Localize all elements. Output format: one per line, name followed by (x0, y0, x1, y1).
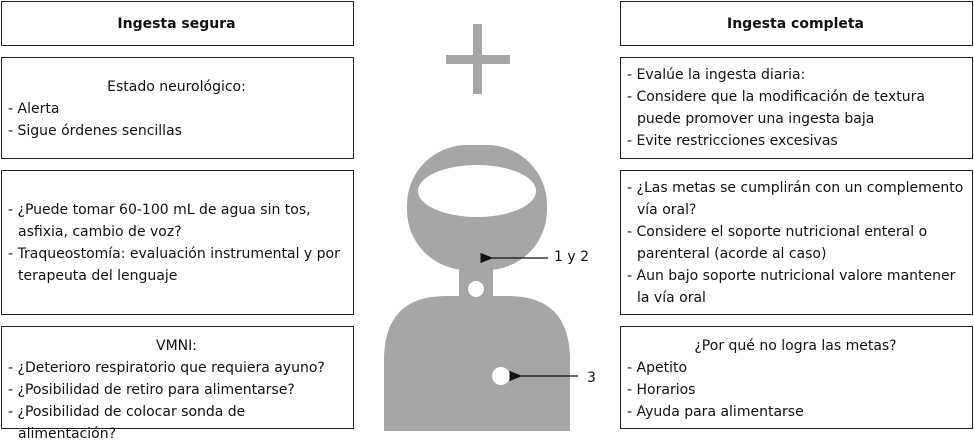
goals-item-supplement: ¿Las metas se cumplirán con un complemen… (627, 177, 964, 221)
callout-label-neck: 1 y 2 (554, 249, 589, 265)
neck-marker (468, 281, 484, 297)
patient-figure (384, 24, 578, 431)
patient-face-window (418, 165, 536, 217)
why-item-appetite: Apetito (627, 357, 964, 379)
chest-marker (492, 367, 510, 385)
neuro-status-title: Estado neurológico: (107, 79, 246, 95)
swallow-item-tracheostomy: Traqueostomía: evaluación instrumental y… (8, 243, 345, 287)
intake-item-daily: Evalúe la ingesta diaria: (627, 64, 964, 86)
intake-box: Evalúe la ingesta diaria: Considere que … (620, 57, 973, 159)
callout-label-chest: 3 (587, 370, 596, 386)
swallow-item-water-test: ¿Puede tomar 60-100 mL de agua sin tos, … (8, 199, 345, 243)
goals-box: ¿Las metas se cumplirán con un complemen… (620, 170, 973, 315)
goals-item-support: Considere el soporte nutricional enteral… (627, 221, 964, 265)
why-box: ¿Por qué no logra las metas? Apetito Hor… (620, 326, 973, 429)
intake-item-texture: Considere que la modificación de textura… (627, 86, 964, 130)
why-item-schedule: Horarios (627, 379, 964, 401)
vmni-item-feeding-tube: ¿Posibilidad de colocar sonda de aliment… (8, 401, 345, 445)
left-header-box: Ingesta segura (1, 1, 354, 46)
neuro-item-commands: Sigue órdenes sencillas (8, 120, 345, 142)
vmni-item-respiratory: ¿Deterioro respiratorio que requiera ayu… (8, 357, 345, 379)
patient-torso (384, 296, 570, 431)
right-header-box: Ingesta completa (620, 1, 973, 46)
vmni-title: VMNI: (156, 338, 197, 354)
right-header-title: Ingesta completa (727, 15, 864, 32)
vmni-box: VMNI: ¿Deterioro respiratorio que requie… (1, 326, 354, 442)
neuro-item-alert: Alerta (8, 98, 345, 120)
vmni-item-removal: ¿Posibilidad de retiro para alimentarse? (8, 379, 345, 401)
intake-item-restrictions: Evite restricciones excesivas (627, 130, 964, 152)
swallow-test-box: ¿Puede tomar 60-100 mL de agua sin tos, … (1, 170, 354, 315)
left-header-title: Ingesta segura (117, 15, 236, 32)
why-item-help: Ayuda para alimentarse (627, 401, 964, 423)
neuro-status-box: Estado neurológico: Alerta Sigue órdenes… (1, 57, 354, 159)
patient-silhouette (384, 145, 570, 431)
goals-item-oral-route: Aun bajo soporte nutricional valore mant… (627, 265, 964, 309)
plus-icon (446, 24, 510, 94)
why-title: ¿Por qué no logra las metas? (694, 338, 897, 354)
